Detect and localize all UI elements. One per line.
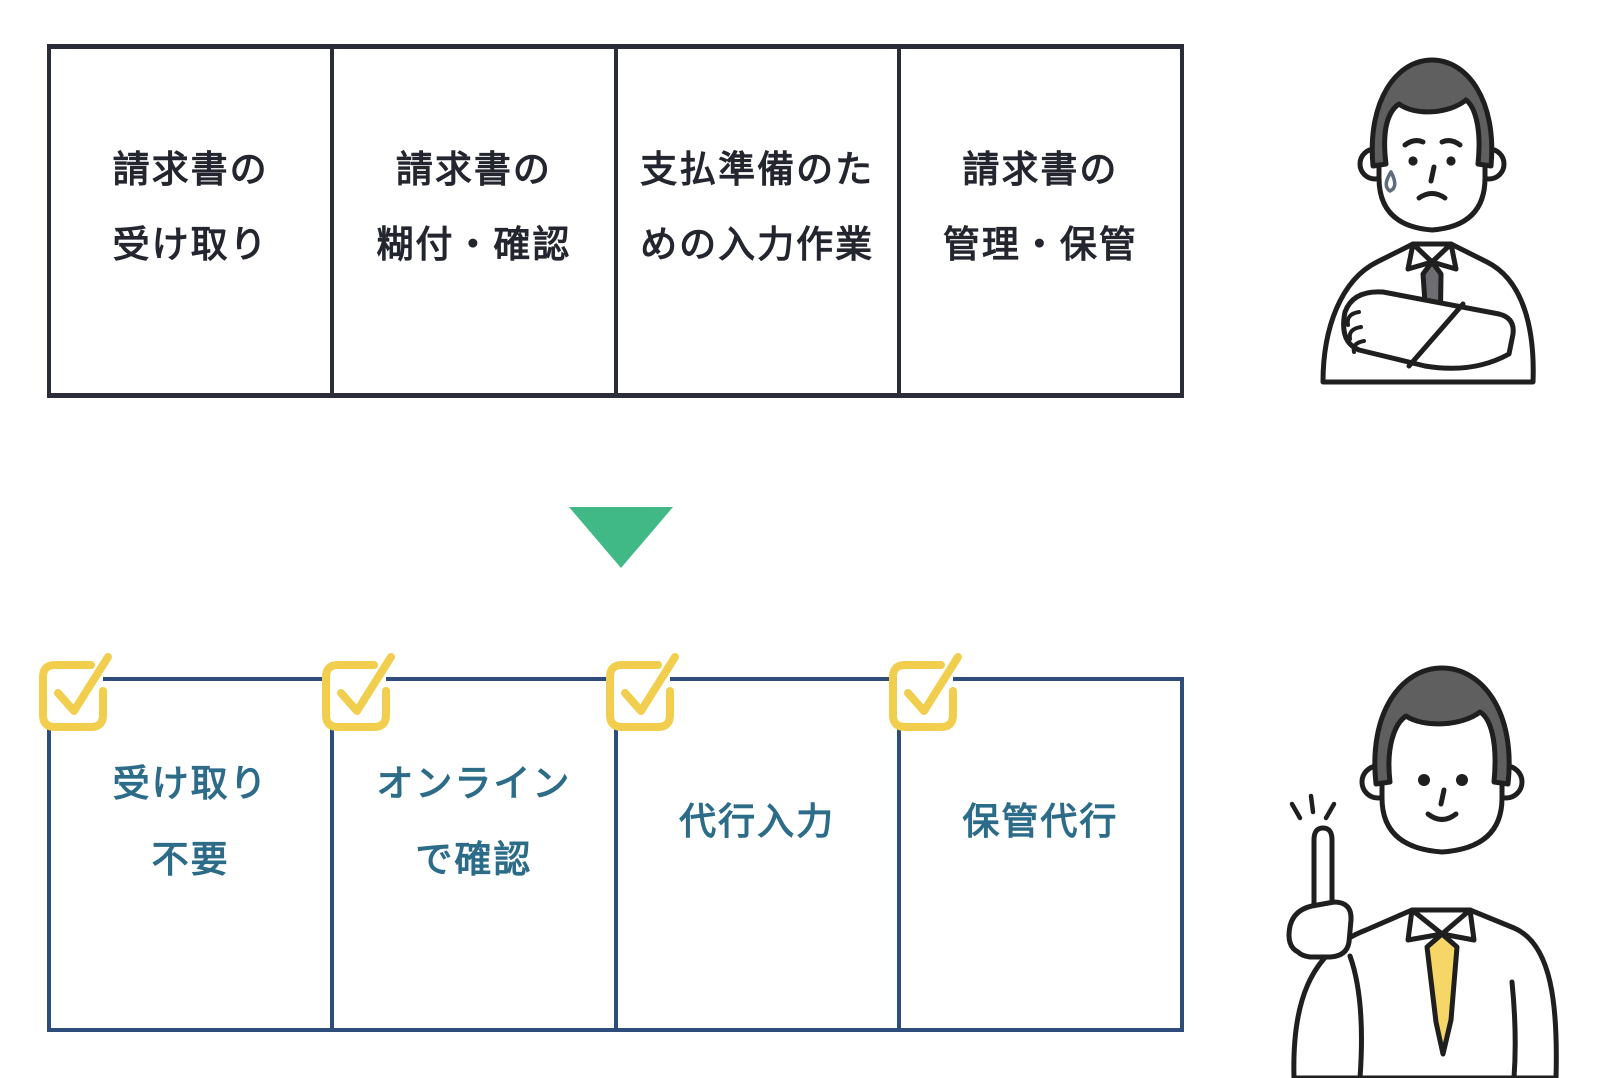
after-box-3-label: 代行入力 (679, 800, 836, 842)
emphasis-marks-icon (1289, 801, 1303, 821)
after-person-collar-tie (1405, 907, 1477, 1057)
before-person-crossed-arms (1341, 289, 1516, 371)
after-box-1: 受け取り 不要 (39, 653, 330, 1028)
after-box-3: 代行入力 (605, 653, 897, 1028)
after-box-4-label: 保管代行 (962, 800, 1119, 842)
hair (1372, 665, 1512, 787)
after-person-smiling-face (1418, 774, 1468, 822)
before-person-worried-face (1384, 138, 1463, 201)
hair (1369, 57, 1495, 169)
after-box-2-label: オンライン で確認 (376, 762, 572, 880)
before-box-4: 請求書の 管理・保管 (896, 49, 1180, 393)
before-box-4-label: 請求書の 管理・保管 (942, 149, 1138, 265)
checked-checkbox-icon (605, 653, 679, 731)
triangle-down-icon (569, 507, 673, 568)
yellow-tie (1424, 931, 1460, 1057)
after-process-table: 受け取り 不要 オンライン で確認 代行入力 保管代行 (39, 653, 1184, 1032)
emphasis-marks-icon (1308, 793, 1316, 815)
before-box-2-label: 請求書の 糊付・確認 (376, 149, 572, 265)
checked-checkbox-icon (888, 653, 962, 731)
before-box-3-label: 支払準備のた めの入力作業 (640, 149, 875, 265)
before-person-head (1357, 57, 1507, 233)
emphasis-marks-icon (1323, 801, 1337, 821)
before-box-3: 支払準備のた めの入力作業 (613, 49, 897, 393)
after-person-pointing-hand (1286, 793, 1354, 960)
pointing-businessman-illustration (1286, 665, 1559, 1078)
after-box-2: オンライン で確認 (322, 653, 613, 1028)
worried-businessman-illustration (1320, 57, 1536, 385)
after-person-head (1359, 665, 1525, 855)
before-box-1-label: 請求書の 受け取り (112, 149, 269, 265)
before-box-2: 請求書の 糊付・確認 (330, 49, 613, 393)
sweat-drop-icon (1384, 170, 1397, 193)
after-box-1-label: 受け取り 不要 (112, 762, 269, 880)
before-process-table: 請求書の 受け取り 請求書の 糊付・確認 支払準備のた めの入力作業 請求書の … (47, 44, 1184, 398)
checked-checkbox-icon (39, 653, 112, 731)
before-box-1: 請求書の 受け取り (51, 49, 330, 393)
checked-checkbox-icon (322, 653, 396, 731)
after-box-4: 保管代行 (888, 653, 1180, 1028)
